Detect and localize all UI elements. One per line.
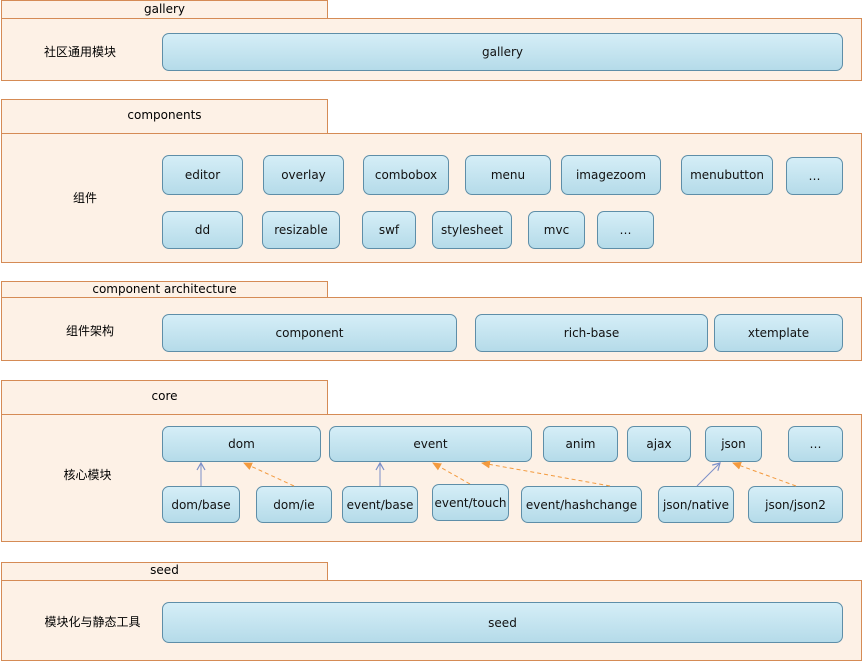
module-json-json2: json/json2 [748,486,843,523]
layer-tab-gallery: gallery [1,0,328,19]
module-event-hashchange: event/hashchange [521,486,642,523]
module-dom: dom [162,426,321,462]
module-menubutton: menubutton [681,155,773,195]
module-gallery: gallery [162,33,843,71]
layer-label-core: 核心模块 [63,468,112,482]
module-dd: dd [162,211,243,249]
layer-tab-components: components [1,99,328,134]
module-event-touch: event/touch [432,484,509,521]
module-imagezoom: imagezoom [561,155,661,195]
module-seed: seed [162,602,843,643]
module-mvc: mvc [528,211,585,249]
module-dom-base: dom/base [162,486,240,523]
module-json: json [705,426,762,462]
module-overlay: overlay [263,155,344,195]
module-component: component [162,314,457,352]
module-anim: anim [543,426,618,462]
module-event-base: event/base [342,486,418,523]
layer-label-architecture: 组件架构 [65,324,114,338]
module-stylesheet: stylesheet [432,211,512,249]
module-resizable: resizable [262,211,340,249]
module-xtemplate: xtemplate [714,314,843,352]
module-editor: editor [162,155,243,195]
module-event: event [329,426,532,462]
module-menu: menu [465,155,551,195]
module-dom-ie: dom/ie [256,486,332,523]
module-more-components-2: … [597,211,654,249]
layer-panel-components [1,133,862,263]
module-swf: swf [362,211,416,249]
layer-label-components: 组件 [72,191,97,205]
module-combobox: combobox [363,155,449,195]
module-more-components-1: … [786,157,843,195]
module-json-native: json/native [658,486,734,523]
module-ajax: ajax [627,426,691,462]
layer-tab-core: core [1,380,328,415]
layer-tab-seed: seed [1,562,328,581]
layer-label-gallery: 社区通用模块 [43,45,116,59]
layer-label-seed: 模块化与静态工具 [44,615,141,629]
module-rich-base: rich-base [475,314,708,352]
module-more-core: … [788,426,843,462]
